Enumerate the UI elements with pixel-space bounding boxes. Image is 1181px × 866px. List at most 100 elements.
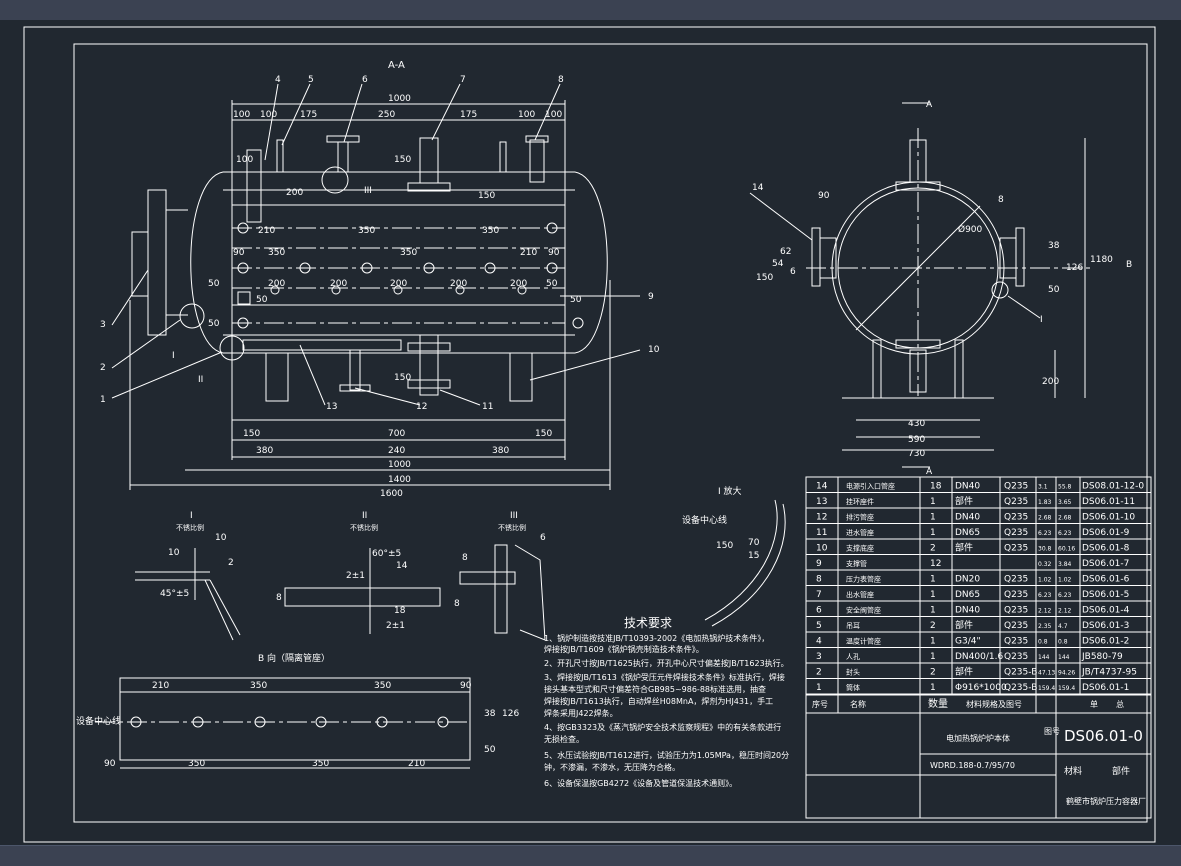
balloon-1: 1: [100, 395, 106, 405]
dim-bot-7: 1400: [388, 475, 411, 485]
bom-cell-w2: 1.02: [1058, 577, 1072, 584]
dim-int-3: 200: [286, 188, 303, 198]
dim-int-17: 200: [450, 279, 467, 289]
bom-cell-qty: 2: [930, 544, 936, 554]
dim-int-6: 350: [482, 226, 499, 236]
title-sheet-label: 图号: [1044, 727, 1060, 736]
bom-cell-code: DS06.01-1: [1082, 683, 1129, 693]
bom-cell-spec: DN65: [955, 590, 980, 600]
detail-two-dim-2: 8: [276, 593, 282, 603]
b-view-label: 设备中心线: [76, 715, 121, 727]
bom-cell-name: 进水管座: [846, 528, 874, 537]
bom-cell-qty: 2: [930, 621, 936, 631]
bom-cell-code: DS06.01-5: [1082, 590, 1129, 600]
dim-int-4: 210: [258, 226, 275, 236]
dim-top-5: 175: [460, 110, 477, 120]
bom-cell-no: 9: [816, 559, 822, 569]
bom-cell-mat: Q235: [1004, 590, 1028, 600]
bom-cell-spec: DN65: [955, 528, 980, 538]
bom-cell-qty: 1: [930, 528, 936, 538]
bom-cell-spec: DN40: [955, 513, 980, 523]
bom-cell-spec: DN20: [955, 575, 980, 585]
bom-cell-w2: 6.23: [1058, 530, 1072, 537]
bom-cell-code: DS06.01-8: [1082, 544, 1130, 554]
bom-cell-mat: Q235: [1004, 621, 1028, 631]
drawing-canvas[interactable]: A-A 1000 100 100 175 250 175 100 100 100…: [0, 20, 1181, 845]
side-section-a-bot: A: [926, 467, 933, 477]
dim-int-18: 200: [510, 279, 527, 289]
bom-cell-code: JB580-79: [1081, 652, 1123, 662]
balloon-10: 10: [648, 345, 660, 355]
dim-bot-6: 1000: [388, 460, 411, 470]
bom-cell-w1: 1.83: [1038, 499, 1052, 506]
title-block: 图号 DS06.01-0 电加热锅炉炉本体 WDRD.188-0.7/95/70…: [930, 727, 1146, 806]
side-dim-13: 590: [908, 435, 925, 445]
detail-two-sub: 不锈比例: [350, 523, 378, 532]
bom-cell-name: 排污管座: [846, 513, 874, 522]
bom-cell-no: 14: [816, 482, 828, 492]
bom-cell-no: 2: [816, 668, 822, 678]
dim-int-7: 210: [520, 248, 537, 258]
bom-cell-w1: 6.23: [1038, 592, 1052, 599]
dim-top-4: 250: [378, 110, 395, 120]
bom-cell-spec: 部件: [955, 542, 973, 554]
dim-int-2: 150: [478, 191, 495, 201]
dim-top-3: 175: [300, 110, 317, 120]
bom-cell-name: 温度计管座: [846, 637, 881, 646]
dim-int-14: 200: [268, 279, 285, 289]
enlarged-label: 设备中心线: [682, 514, 727, 526]
b-view-top-3: 90: [460, 681, 472, 691]
detail-one-dim-2: 2: [228, 558, 234, 568]
bom-cell-mat: Q235: [1004, 482, 1028, 492]
bom-cell-w1: 0.32: [1038, 561, 1052, 568]
tech-req-line-4: 接头基本型式和尺寸偏差符合GB985~986-88标准选用，抽查: [544, 684, 766, 694]
bom-cell-name: 压力表管座: [846, 575, 881, 584]
enlarged-arc: [704, 499, 778, 621]
title-product: 电加热锅炉炉本体: [946, 733, 1010, 743]
bom-cell-w1: 3.1: [1038, 484, 1048, 491]
bom-cell-no: 4: [816, 637, 822, 647]
bom-cell-no: 1: [816, 683, 822, 693]
b-view-bot-1: 350: [188, 759, 205, 769]
tech-req-line-8: 无损检查。: [544, 734, 584, 744]
enlarged-title: I 放大: [718, 485, 742, 497]
bom-cell-w1: 2.12: [1038, 608, 1052, 615]
side-dim-14: 730: [908, 449, 925, 459]
b-view-top-2: 350: [374, 681, 391, 691]
side-dim-11: 200: [1042, 377, 1059, 387]
bom-cell-mat: Q235: [1004, 652, 1028, 662]
bom-header-no: 序号: [812, 699, 828, 709]
balloon-2: 2: [100, 363, 106, 373]
tech-req-line-6: 焊条采用J422焊条。: [544, 708, 618, 718]
dim-bot-4: 240: [388, 446, 405, 456]
bom-cell-code: DS06.01-2: [1082, 637, 1129, 647]
bom-cell-mat: Q235: [1004, 575, 1028, 585]
bom-cell-w2: 159.4: [1058, 685, 1075, 692]
bom-cell-name: 封头: [846, 668, 860, 677]
bom-cell-spec: DN40: [955, 606, 980, 616]
bom-cell-w1: 144: [1038, 654, 1050, 661]
bom-cell-qty: 1: [930, 637, 936, 647]
b-view-top-0: 210: [152, 681, 169, 691]
side-dim-1: 62: [780, 247, 791, 257]
side-dim-2: 54: [772, 259, 784, 269]
side-dim-4: 150: [756, 273, 773, 283]
side-dim-6: 8: [998, 195, 1004, 205]
bom-cell-w1: 6.23: [1038, 530, 1052, 537]
bom-cell-w2: 4.7: [1058, 623, 1068, 630]
bom-cell-w2: 0.8: [1058, 639, 1068, 646]
detail-two-dim-4: 18: [394, 606, 406, 616]
side-balloon-14: 14: [752, 183, 764, 193]
b-view-side-2: 50: [484, 745, 496, 755]
dim-top-7: 100: [545, 110, 562, 120]
bom-cell-w2: 6.23: [1058, 592, 1072, 599]
dim-int-22: 150: [394, 373, 411, 383]
bom-cell-spec: 部件: [955, 666, 973, 678]
bom-cell-spec: 部件: [955, 619, 973, 631]
detail-two-dim-1: 14: [396, 561, 408, 571]
bom-cell-w1: 1.02: [1038, 577, 1052, 584]
balloon-3: 3: [100, 320, 106, 330]
balloon-6: 6: [362, 75, 368, 85]
detail-three-title: III: [510, 511, 518, 521]
